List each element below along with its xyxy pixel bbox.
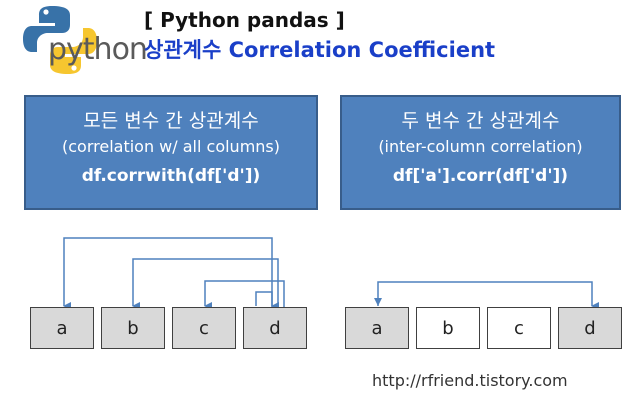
panel-subheading: (inter-column correlation)	[378, 137, 583, 156]
source-url: http://rfriend.tistory.com	[372, 371, 568, 390]
right-column-b: b	[416, 307, 480, 349]
panel-subheading: (correlation w/ all columns)	[62, 137, 280, 156]
arrow-d-to-d	[255, 291, 279, 310]
page-title: [ Python pandas ]	[144, 8, 345, 32]
right-column-d: d	[558, 307, 622, 349]
arrowhead-right-a	[374, 298, 382, 306]
arrow-a-to-d	[377, 281, 599, 310]
arrow-d-to-c	[204, 280, 285, 310]
panel-all-columns: 모든 변수 간 상관계수 (correlation w/ all columns…	[24, 95, 318, 210]
page-subtitle: 상관계수 Correlation Coefficient	[144, 38, 496, 62]
python-wordmark: python	[48, 32, 148, 67]
arrow-d-to-a	[63, 237, 273, 310]
panel-inter-column: 두 변수 간 상관계수 (inter-column correlation) d…	[340, 95, 621, 210]
panel-heading: 두 변수 간 상관계수	[401, 110, 560, 132]
panel-heading: 모든 변수 간 상관계수	[83, 110, 259, 132]
right-column-c: c	[487, 307, 551, 349]
left-column-d: d	[243, 307, 307, 349]
panel-code: df.corrwith(df['d'])	[81, 166, 261, 186]
panel-code: df['a'].corr(df['d'])	[392, 166, 569, 186]
right-column-a: a	[345, 307, 409, 349]
python-logo: python	[22, 4, 148, 76]
left-column-b: b	[101, 307, 165, 349]
arrow-d-to-b	[132, 258, 279, 310]
left-column-a: a	[30, 307, 94, 349]
python-snakes-icon	[23, 6, 97, 74]
left-column-c: c	[172, 307, 236, 349]
